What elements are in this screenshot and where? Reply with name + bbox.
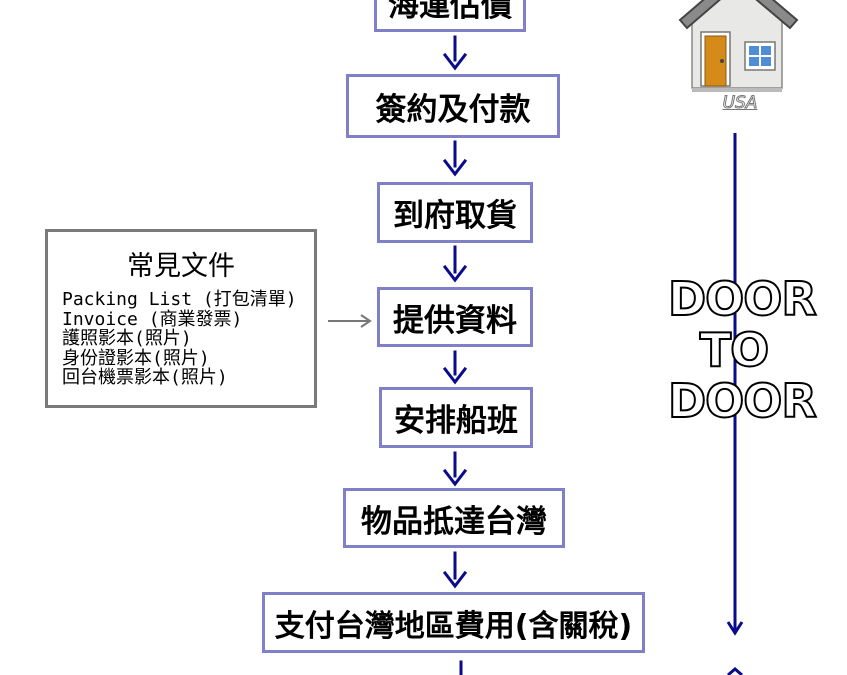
arrow-4-5 (442, 451, 468, 487)
arrow-0-1 (442, 35, 468, 71)
step-pickup: 到府取貨 (377, 182, 533, 243)
door-text-3: DOOR (667, 374, 818, 428)
door-text-2: TO (699, 323, 770, 377)
door-line (726, 133, 744, 636)
docs-arrow (328, 314, 372, 328)
step-contract-payment: 簽約及付款 (346, 74, 560, 138)
document-item: 護照影本(照片) (62, 328, 192, 349)
step-provide-documents: 提供資料 (377, 287, 533, 347)
door-text-1: DOOR (667, 272, 818, 326)
document-item: Packing List (打包清單) (62, 289, 297, 310)
house-label: USA (722, 93, 758, 114)
arrow-2-3 (442, 245, 468, 283)
document-item: 身份證影本(照片) (62, 347, 210, 369)
document-item: 回台機票影本(照片) (62, 367, 228, 388)
arrow-5-6 (442, 551, 468, 589)
documents-list: Packing List (打包清單) Invoice (商業發票) 護照影本(… (62, 290, 297, 388)
step-arrive-taiwan: 物品抵達台灣 (343, 488, 565, 548)
step-pay-taiwan-fees: 支付台灣地區費用(含關稅) (262, 592, 645, 653)
door-line-bottom (727, 667, 743, 675)
document-item: Invoice (商業發票) (62, 308, 243, 330)
arrow-3-4 (442, 350, 468, 385)
step-quote: 海運估價 (374, 0, 526, 32)
documents-title: 常見文件 (127, 251, 235, 282)
house-icon (678, 0, 799, 92)
arrow-1-2 (442, 140, 468, 177)
documents-box: 常見文件 Packing List (打包清單) Invoice (商業發票) … (45, 229, 317, 408)
step-schedule-shipment: 安排船班 (379, 387, 533, 448)
